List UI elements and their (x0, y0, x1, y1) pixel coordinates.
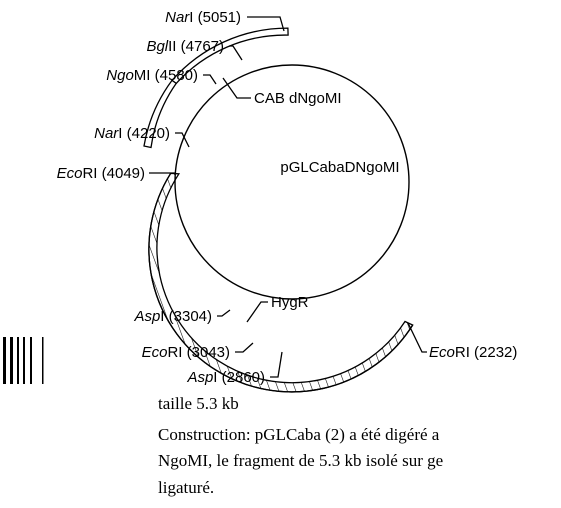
plasmid-circle (174, 64, 410, 300)
leader-cab-dngomi (222, 77, 251, 99)
leader-ecori-3043 (235, 342, 254, 353)
leader-nari-5051 (247, 16, 285, 32)
leader-nari-4220 (175, 132, 190, 148)
site-label-nari-4220: NarI (4220) (94, 125, 170, 142)
site-label-aspi-2860: AspI (2860) (186, 369, 265, 386)
margin-bars (3, 337, 44, 384)
site-label-bglii-4767: BglII (4767) (146, 38, 224, 55)
construction-line-3: ligaturé. (158, 478, 215, 497)
cab-dngomi-band-lower (143, 79, 178, 149)
leader-aspi-3304 (217, 309, 231, 317)
feature-label-cab-dngomi: CAB dNgoMI (254, 90, 342, 107)
site-label-aspi-3304: AspI (3304) (133, 308, 212, 325)
site-label-ecori-3043: EcoRI (3043) (142, 344, 230, 361)
hygr-band-outline (148, 172, 414, 393)
plasmid-name: pGLCabaDNgoMI (280, 159, 399, 176)
leader-ecori-2232 (407, 322, 427, 353)
leader-ngomi-4580 (203, 74, 217, 85)
construction-line-2: NgoMI, le fragment de 5.3 kb isolé sur g… (158, 451, 444, 470)
feature-label-hygr: HygR (271, 294, 309, 311)
site-label-ngomi-4580: NgoMI (4580) (106, 67, 198, 84)
leader-hygr (246, 301, 268, 323)
site-label-ecori-4049: EcoRI (4049) (57, 165, 145, 182)
site-label-nari-5051: NarI (5051) (165, 9, 241, 26)
construction-line-1: Construction: pGLCaba (2) a été digéré a (158, 425, 440, 444)
plasmid-size-caption: taille 5.3 kb (158, 394, 239, 413)
leader-aspi-2860 (270, 351, 283, 378)
leader-bglii-4767 (229, 45, 243, 61)
site-label-ecori-2232: EcoRI (2232) (429, 344, 517, 361)
